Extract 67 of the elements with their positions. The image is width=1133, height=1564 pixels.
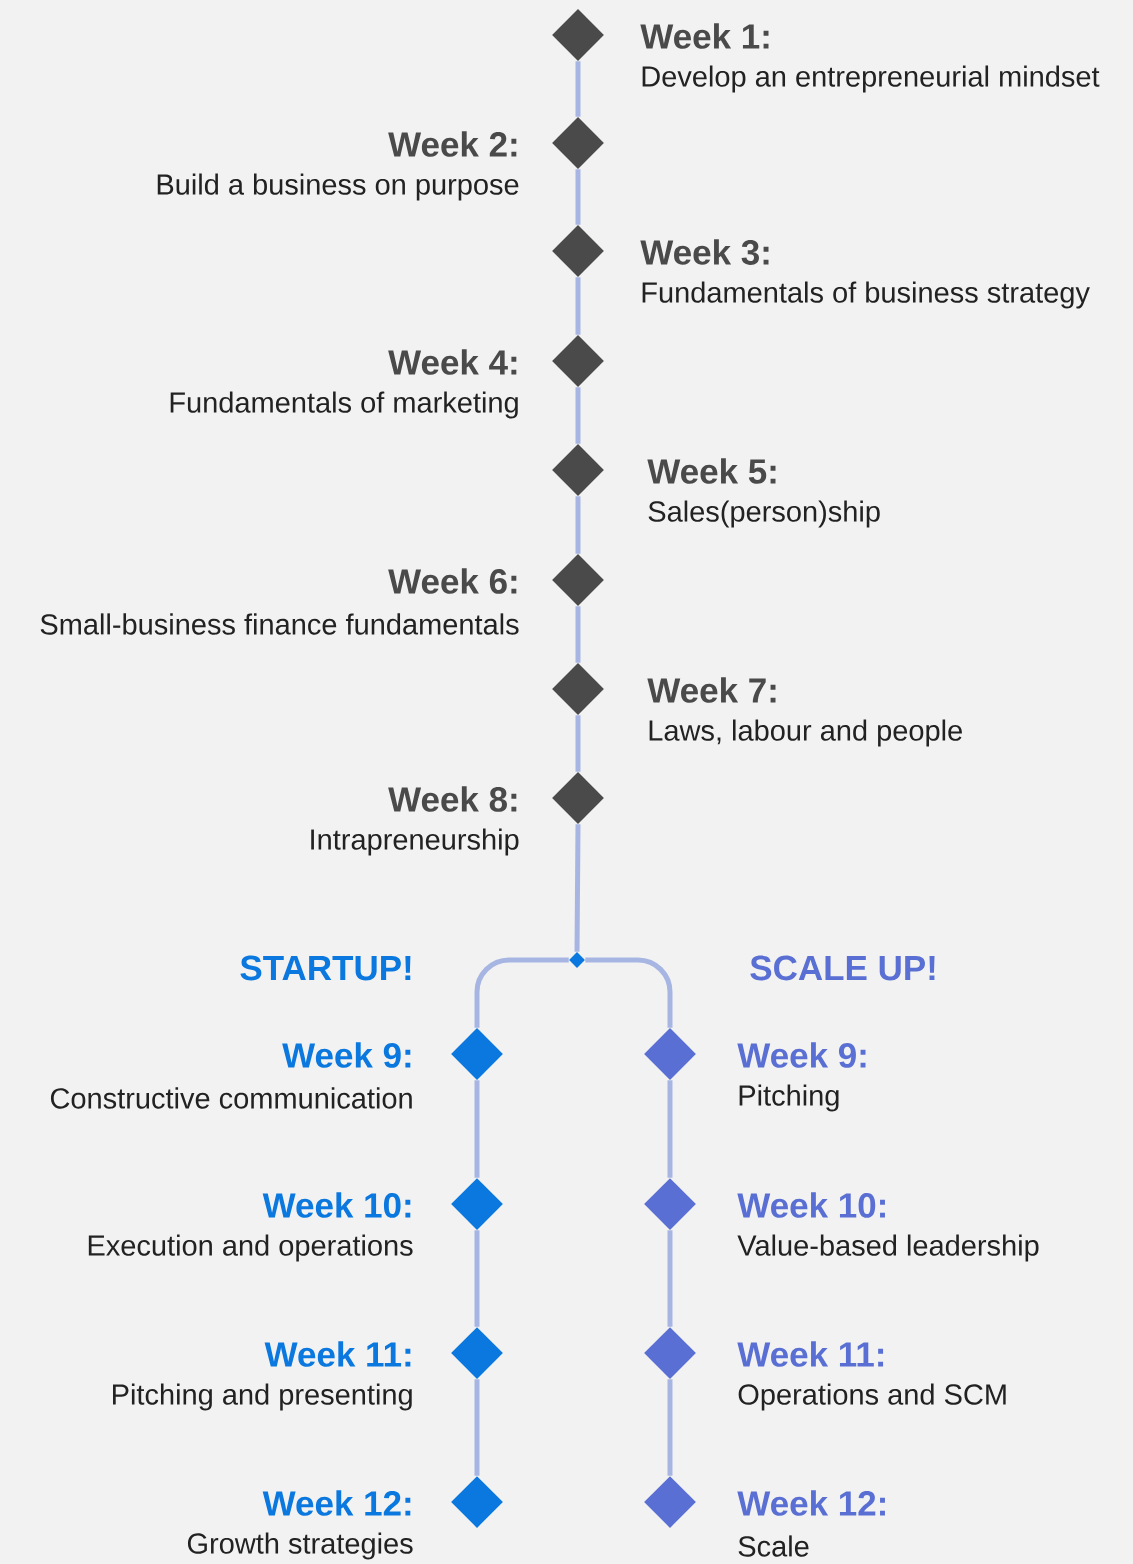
- connector-line: [575, 61, 581, 117]
- diamond-marker: [451, 1476, 503, 1528]
- connector-line: [575, 606, 581, 663]
- diamond-marker: [552, 663, 604, 715]
- topic-text: Constructive communication: [50, 1087, 412, 1109]
- connector-line: [667, 1080, 673, 1178]
- topic-text: Intrapreneurship: [311, 828, 519, 856]
- topic-text: Pitching: [739, 1084, 839, 1112]
- diamond-marker: [552, 554, 604, 606]
- week-heading: Week 4:: [388, 349, 517, 375]
- topic-text: Build a business on purpose: [157, 173, 519, 201]
- topic-text: Value-based leadership: [737, 1234, 1039, 1262]
- topic-text: Laws, labour and people: [649, 719, 962, 747]
- connector-line: [585, 957, 673, 1028]
- diamond-marker: [552, 444, 604, 496]
- diamond-marker: [451, 1327, 503, 1379]
- week-heading: Week 11:: [264, 1341, 411, 1367]
- topic-text: Small-business finance fundamentals: [40, 613, 519, 635]
- week-heading: Week 10:: [262, 1192, 411, 1218]
- topic-text: Fundamentals of marketing: [170, 391, 518, 419]
- connector-line: [474, 1080, 480, 1178]
- topic-text: Operations and SCM: [738, 1383, 1006, 1411]
- connector-line: [667, 1230, 673, 1327]
- week-heading: Week 10:: [737, 1192, 885, 1218]
- connector-line: [575, 715, 581, 772]
- connector-line: [575, 169, 581, 225]
- week-heading: Week 5:: [647, 458, 776, 484]
- week-heading: Week 3:: [640, 239, 769, 265]
- diamond-marker: [552, 9, 604, 61]
- week-heading: Week 7:: [647, 677, 776, 703]
- connector-line: [667, 1379, 673, 1476]
- week-heading: Week 11:: [737, 1341, 884, 1367]
- diamond-marker: [552, 225, 604, 277]
- diamond-marker: [644, 1178, 696, 1230]
- connector-line: [474, 957, 569, 1028]
- track-heading: STARTUP!: [240, 955, 411, 981]
- diamond-marker: [644, 1028, 696, 1080]
- connector-line: [575, 277, 581, 335]
- connector-line: [474, 1379, 480, 1476]
- diamond-marker: [552, 117, 604, 169]
- diamond-marker: [552, 772, 604, 824]
- topic-text: Pitching and presenting: [113, 1383, 412, 1411]
- diamond-marker: [644, 1476, 696, 1528]
- topic-text: Develop an entrepreneurial mindset: [642, 65, 1100, 93]
- week-heading: Week 8:: [388, 786, 517, 812]
- week-heading: Week 6:: [388, 568, 517, 594]
- topic-text: Growth strategies: [187, 1532, 413, 1560]
- topic-text: Scale: [738, 1535, 809, 1557]
- diamond-marker: [451, 1028, 503, 1080]
- diamond-marker: [569, 952, 585, 968]
- topic-text: Fundamentals of business strategy: [642, 281, 1090, 309]
- week-heading: Week 12:: [737, 1490, 885, 1516]
- topic-text: Sales(person)ship: [648, 500, 880, 528]
- week-heading: Week 12:: [262, 1490, 411, 1516]
- track-heading: SCALE UP!: [750, 955, 935, 981]
- week-heading: Week 2:: [388, 131, 517, 157]
- diamond-marker: [644, 1327, 696, 1379]
- connector-line: [575, 496, 581, 554]
- connector-line: [474, 1230, 480, 1327]
- topic-text: Execution and operations: [88, 1234, 413, 1262]
- week-heading: Week 1:: [640, 23, 769, 49]
- week-heading: Week 9:: [282, 1042, 411, 1068]
- connector-line: [574, 824, 581, 952]
- week-heading: Week 9:: [737, 1042, 866, 1068]
- diamond-marker: [451, 1178, 503, 1230]
- diamond-marker: [552, 335, 604, 387]
- connector-line: [575, 387, 581, 444]
